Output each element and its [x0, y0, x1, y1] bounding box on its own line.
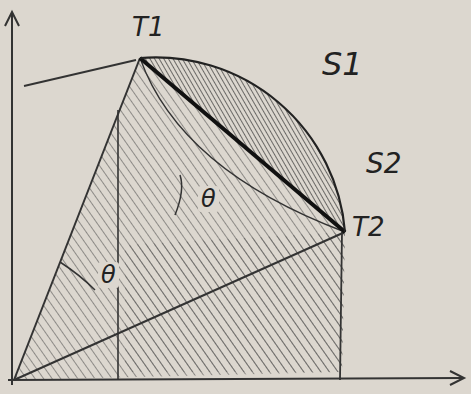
point-label: T2	[352, 214, 384, 240]
y-axis	[11, 14, 13, 385]
vertical-line	[340, 232, 342, 380]
area-label: S1	[322, 48, 363, 80]
chord	[140, 58, 345, 232]
area-label: S2	[366, 150, 402, 178]
hatched-region	[125, 232, 345, 372]
pointer-line	[24, 60, 136, 86]
hatched-segment	[140, 57, 345, 232]
arc	[140, 57, 345, 232]
point-label: T1	[132, 14, 164, 40]
x-axis	[8, 378, 462, 380]
angle-label: θ	[198, 186, 219, 212]
hatched-region	[14, 58, 345, 380]
angle-label: θ	[98, 262, 119, 288]
vertical-line	[117, 110, 119, 380]
ray	[14, 232, 345, 380]
curve	[140, 58, 345, 232]
